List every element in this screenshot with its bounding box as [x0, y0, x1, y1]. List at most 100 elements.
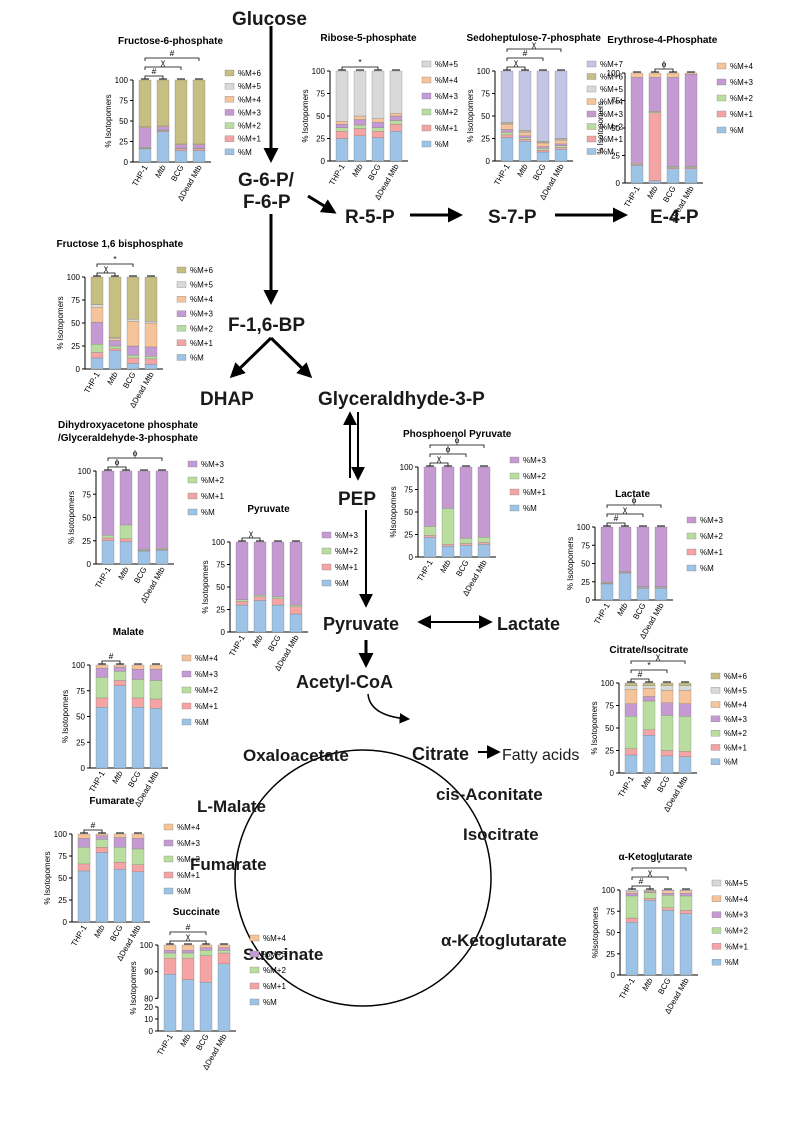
legend-swatch	[224, 96, 235, 103]
significance-label: #	[639, 876, 644, 886]
chart-title: Erythrose-4-Phosphate	[607, 35, 717, 46]
y-tick-label: 50	[611, 124, 620, 133]
node-oxaloacetate: Oxaloacetate	[243, 746, 349, 765]
bar-segment	[131, 668, 145, 680]
bar-segment	[441, 508, 455, 545]
bar-segment	[518, 135, 532, 138]
x-tick-label: Mtb	[438, 558, 453, 575]
x-tick-label: THP-1	[592, 601, 612, 626]
legend-swatch	[421, 140, 432, 148]
legend-swatch	[509, 472, 520, 480]
legend-label: %M+6	[724, 672, 747, 681]
bar-segment	[235, 541, 249, 600]
y-axis-label: % Isotopomers	[301, 89, 310, 142]
bar-segment	[624, 748, 638, 756]
y-tick-label: 25	[605, 747, 614, 756]
legend-label: %M+2	[263, 966, 286, 975]
legend-label: %M+1	[177, 871, 200, 880]
significance-label: ϕ	[133, 448, 138, 458]
bar-segment	[199, 982, 213, 1032]
y-tick-label: 75	[76, 687, 85, 696]
y-tick-label: 25	[216, 606, 225, 615]
bar-segment	[642, 688, 656, 697]
bar-segment	[119, 538, 133, 542]
legend-swatch	[421, 108, 432, 116]
bar-segment	[684, 167, 698, 169]
bar-segment	[90, 357, 104, 370]
bar-segment	[554, 140, 568, 145]
bar-segment	[371, 127, 385, 132]
y-tick-label: 100	[67, 273, 81, 282]
x-tick-label: THP-1	[415, 558, 435, 583]
legend-swatch	[710, 715, 721, 723]
bar-segment	[217, 947, 231, 951]
x-tick-label: Mtb	[105, 370, 120, 387]
significance-label: χ	[648, 867, 653, 877]
y-axis-label: % Isotopomers	[566, 537, 575, 590]
bar-segment	[144, 364, 158, 370]
y-tick-label: 25	[76, 738, 85, 747]
legend-label: %M	[600, 148, 614, 157]
bar-segment	[660, 682, 674, 686]
y-tick-label: 50	[481, 112, 490, 121]
significance-label: χ	[514, 57, 519, 67]
bar-segment	[660, 690, 674, 703]
legend-label: %M	[724, 758, 738, 767]
bar-segment	[95, 847, 109, 853]
y-tick-label: 25	[581, 578, 590, 587]
y-tick-label: 50	[71, 319, 80, 328]
legend-swatch	[710, 687, 721, 694]
bar-segment	[500, 123, 514, 130]
bar-segment	[113, 833, 127, 838]
significance-label: #	[614, 513, 619, 523]
bar-segment	[108, 348, 122, 351]
bar-segment	[199, 944, 213, 948]
significance-label: ϕ	[455, 435, 460, 445]
bar-segment	[459, 543, 473, 546]
chart-title: α-Ketoglutarate	[619, 852, 693, 863]
bar-segment	[131, 664, 145, 670]
x-tick-label: Mtb	[615, 601, 630, 618]
legend-swatch	[716, 78, 727, 86]
y-tick-label: 50	[58, 874, 67, 883]
significance-bracket	[630, 669, 668, 673]
legend-label: %M+1	[195, 702, 218, 711]
x-tick-label: Mtb	[116, 565, 131, 582]
bar-segment	[235, 599, 249, 602]
bar-segment	[192, 150, 206, 163]
bar-segment	[101, 535, 115, 539]
bar-segment	[643, 892, 657, 899]
legend-label: %M	[725, 958, 739, 967]
legend-label: %M	[263, 998, 277, 1007]
x-tick-label: BCG	[655, 775, 671, 795]
legend-swatch	[163, 855, 174, 863]
legend-label: %M+3	[335, 531, 358, 540]
significance-label: *	[657, 858, 661, 868]
tca-cycle-ring	[234, 749, 492, 1007]
x-tick-label: THP-1	[69, 923, 89, 948]
significance-label: χ	[623, 504, 628, 514]
legend-label: %M	[190, 353, 204, 362]
bar-segment	[600, 583, 614, 601]
y-tick-label: 0	[586, 596, 591, 605]
y-tick-label: 100	[607, 69, 621, 78]
y-axis-label: % Isotopomers	[104, 94, 113, 147]
bar-segment	[618, 572, 632, 601]
bar-segment	[666, 167, 680, 169]
legend-swatch	[224, 122, 235, 129]
x-tick-label: BCG	[366, 163, 382, 183]
y-axis-label: %Isotopomers	[591, 907, 600, 958]
bar-segment	[500, 137, 514, 162]
bar-segment	[271, 604, 285, 633]
legend-swatch	[187, 492, 198, 500]
y-tick-label: 25	[82, 537, 91, 546]
bar-segment	[235, 604, 249, 633]
bar-segment	[95, 707, 109, 769]
y-tick-label: 75	[581, 541, 590, 550]
y-tick-label: 0	[149, 1027, 154, 1036]
bar-segment	[536, 142, 550, 147]
legend-swatch	[711, 911, 722, 918]
arrow-g6p-r5p	[307, 194, 337, 214]
significance-label: #	[109, 651, 114, 661]
legend-label: %M+1	[730, 110, 753, 119]
